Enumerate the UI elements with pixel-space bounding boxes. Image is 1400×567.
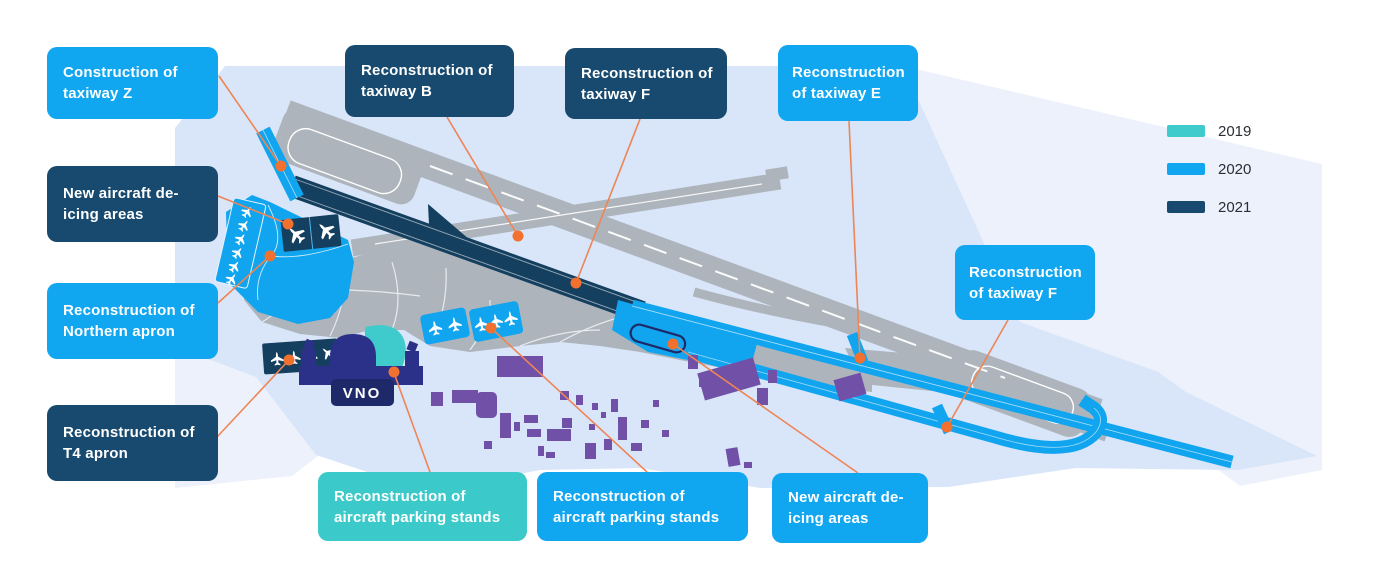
callout-reconstruction-taxiway-f-2021: Reconstruction of taxiway F [565,48,727,119]
airport-code: VNO [343,385,382,402]
legend-year-label: 2019 [1218,122,1252,140]
deicing-pad-south [629,323,687,354]
callout-reconstruction-taxiway-f-2020: Reconstruction of taxiway F [955,245,1095,320]
landside-buildings [431,355,867,468]
legend-item-2020: 2020 [1167,156,1251,182]
legend-year-label: 2020 [1218,160,1252,178]
legend-swatch-2020 [1167,163,1205,175]
callout-new-deicing-areas-south: New aircraft de-icing areas [772,473,928,543]
callout-reconstruction-taxiway-e: Reconstruction of taxiway E [778,45,918,121]
callout-reconstruction-northern-apron: Reconstruction of Northern apron [47,283,218,359]
callout-new-deicing-areas-north: New aircraft de-icing areas [47,166,218,242]
connector-dots [264,160,953,433]
northern-stand-strip [214,197,267,289]
connector-lines [216,75,1009,474]
deicing-pad-north [280,214,342,252]
legend: 2019 2020 2021 [1167,118,1251,232]
legend-year-label: 2021 [1218,198,1252,216]
vno-plate [331,379,394,406]
callout-construction-taxiway-z: Construction of taxiway Z [47,47,218,119]
callout-reconstruction-parking-stands-2020: Reconstruction of aircraft parking stand… [537,472,748,541]
t4-apron-block [262,338,339,375]
callout-reconstruction-t4-apron: Reconstruction of T4 apron [47,405,218,481]
taxiways-2021 [288,175,646,323]
parking-stand-boxes [420,301,524,345]
legend-item-2019: 2019 [1167,118,1251,144]
legend-swatch-2019 [1167,125,1205,137]
callout-reconstruction-taxiway-b: Reconstruction of taxiway B [345,45,514,117]
legend-swatch-2021 [1167,201,1205,213]
callout-reconstruction-parking-stands-2019: Reconstruction of aircraft parking stand… [318,472,527,541]
legend-item-2021: 2021 [1167,194,1251,220]
